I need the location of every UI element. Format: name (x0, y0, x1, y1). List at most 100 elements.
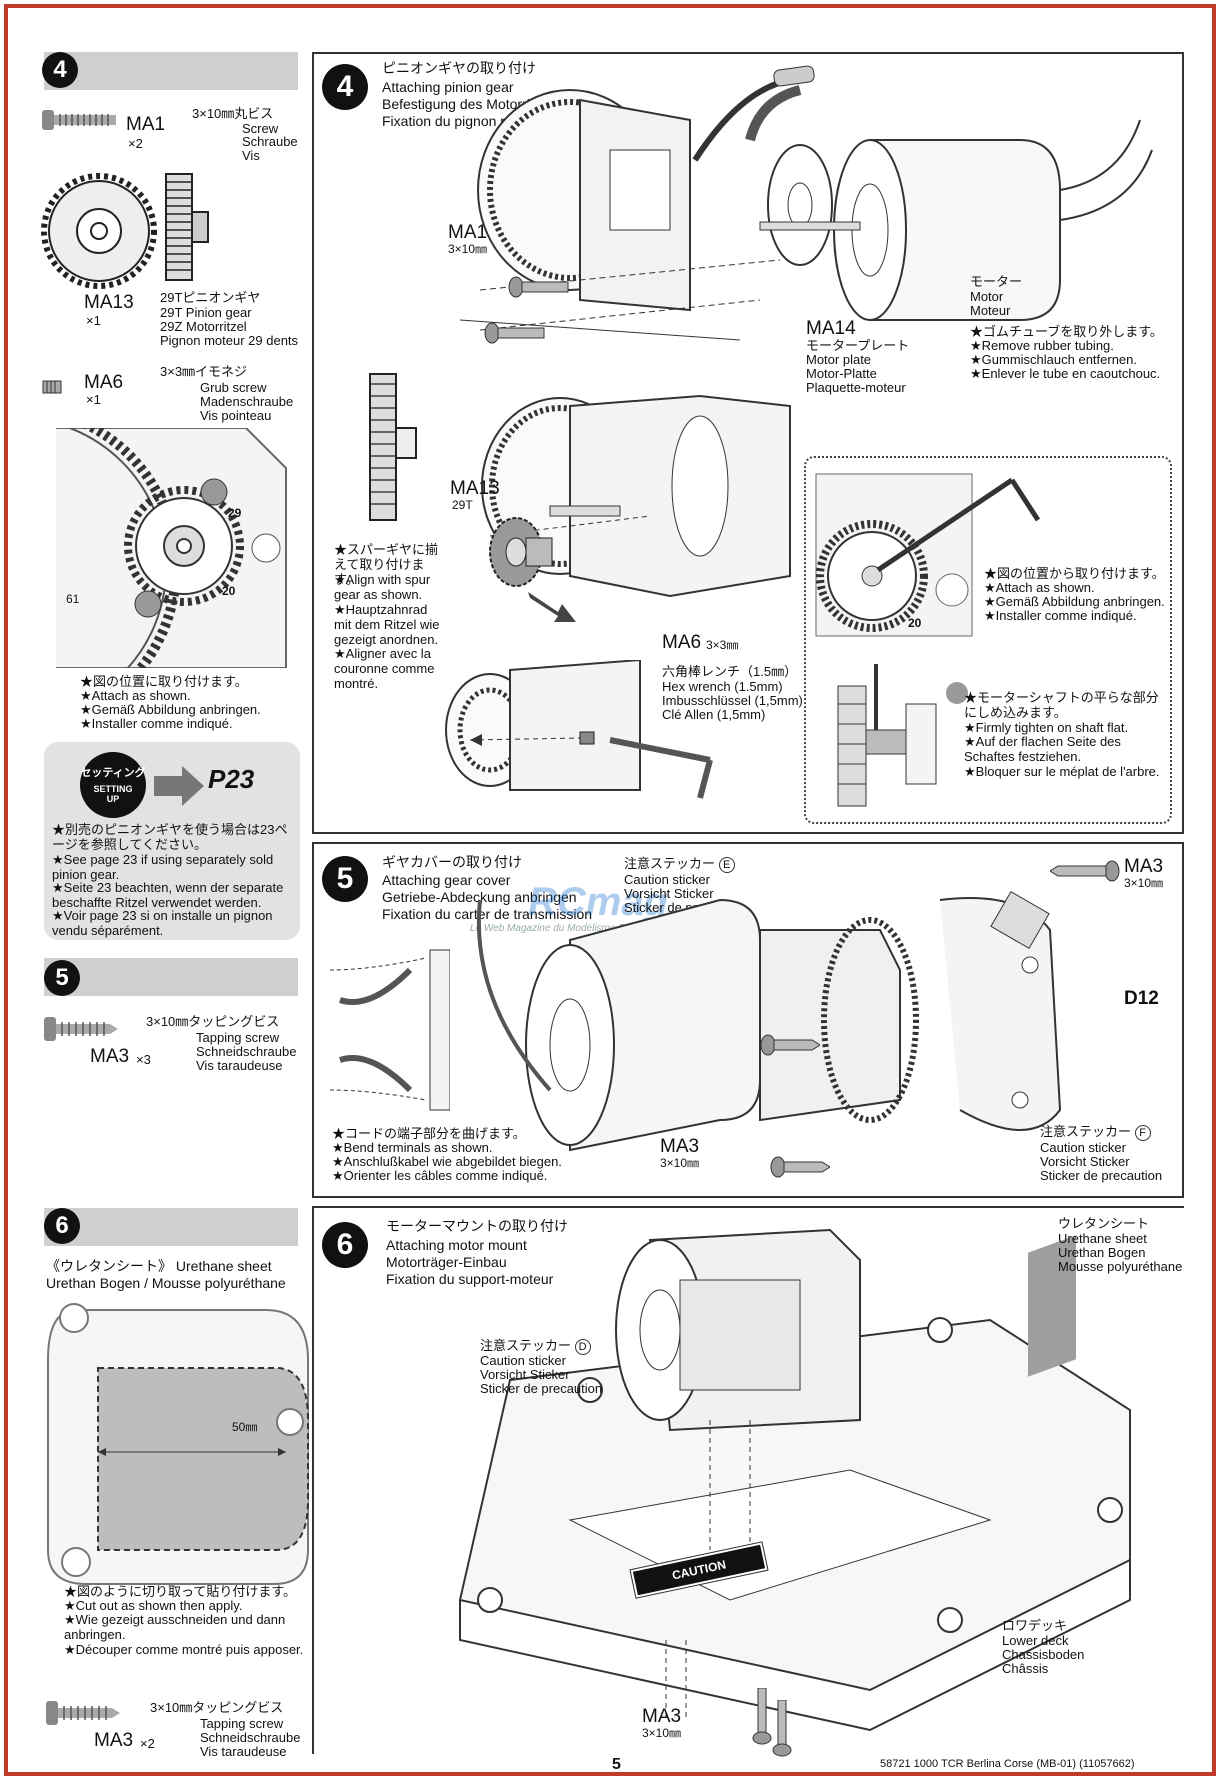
tapping-screw-icon (772, 1700, 792, 1757)
grub-screw-icon (42, 380, 62, 394)
step4-ma1-size: 3×10㎜ (448, 242, 488, 256)
ma6-desc-0: 3×3㎜イモネジ (160, 364, 248, 379)
sticker-d-letter: D (574, 1339, 591, 1355)
sticker-d-2: Vorsicht Sticker (480, 1367, 570, 1382)
screw-icon (42, 110, 116, 130)
step6-number: 6 (322, 1222, 368, 1268)
ma6-qty: ×1 (86, 392, 101, 407)
setting-page-ref: P23 (208, 764, 255, 794)
bend-note-3: ★Orienter les câbles comme indiqué. (332, 1168, 548, 1183)
step4-ma13-size: 29T (452, 498, 473, 512)
urethane-title-1: 《ウレタンシート》 Urethane sheet (46, 1258, 272, 1274)
step5-ma3-top-code: MA3 (1124, 856, 1164, 877)
setting-note-en: ★See page 23 if using separately sold pi… (52, 852, 274, 882)
tapping-screw-icon (760, 1034, 820, 1056)
step4-ma14-code: MA14 (806, 318, 856, 339)
ma6-desc-1: Grub screw (200, 380, 267, 395)
cut-note-2: ★Wie gezeigt ausschneiden und dann anbri… (64, 1612, 286, 1642)
urethane-dimension: 50㎜ (232, 1420, 258, 1434)
left5-ma3-desc-3: Vis taraudeuse (196, 1058, 283, 1073)
cut-note-0: ★図のように切り取って貼り付けます。 (64, 1584, 297, 1599)
ma6-desc-2: Madenschraube (200, 394, 294, 409)
step6-ma3-code: MA3 (642, 1706, 682, 1727)
step6-title-jp: モーターマウントの取り付け (386, 1218, 568, 1234)
tapping-screw-icon (44, 1017, 118, 1041)
step4-ma14-1: Motor plate (806, 352, 872, 367)
wire-bend-diagram (330, 949, 450, 1111)
step4-title-en: Attaching pinion gear (382, 79, 514, 95)
pinion-gear-side-icon (165, 173, 209, 281)
chassis-assembly-diagram (458, 1228, 1131, 1732)
sticker-d-jp: 注意ステッカー (480, 1338, 572, 1353)
watermark-logo: RCmag (528, 880, 728, 930)
step4-number: 4 (322, 64, 368, 110)
step4-ma14-3: Plaquette-moteur (806, 380, 906, 395)
step5-title-en: Attaching gear cover (382, 872, 511, 888)
ma13-desc-0: 29Tピニオンギヤ (160, 290, 261, 305)
sticker-f-3: Sticker de precaution (1040, 1168, 1163, 1183)
align-note-3: ★Aligner avec la couronne comme montré. (334, 646, 435, 691)
step5-title-fr: Fixation du carter de transmission (382, 906, 593, 922)
step6-ma3-size: 3×10㎜ (642, 1726, 682, 1740)
sticker-f-jp: 注意ステッカー (1040, 1124, 1132, 1139)
spur-gear-side-icon (369, 373, 417, 521)
tighten-note-3: ★Bloquer sur le méplat de l'arbre. (964, 764, 1160, 779)
step4-ma6-code: MA6 (662, 632, 702, 653)
hex-wrench-1: Hex wrench (1.5mm) (662, 679, 783, 694)
gearbox-exploded-diagram (459, 65, 1153, 341)
left-attach-1: ★Attach as shown. (80, 688, 191, 703)
detail-gear-label-20: 20 (908, 616, 922, 630)
sticker-d-0: 注意ステッカー D (480, 1338, 591, 1355)
screw-icon (484, 322, 545, 344)
setting-note-de: ★Seite 23 beachten, wenn der separate be… (52, 880, 284, 910)
tapping-screw-icon (46, 1701, 120, 1725)
urethane-title-2: Urethan Bogen / Mousse polyuréthane (46, 1275, 286, 1291)
hex-wrench-0: 六角棒レンチ（1.5㎜） (662, 664, 798, 679)
sticker-e-2: Vorsicht Sticker (624, 886, 714, 901)
step4-title-de: Befestigung des Motorritzels (382, 96, 559, 112)
ma13-code: MA13 (84, 292, 134, 313)
left-step6-bar (44, 1208, 298, 1246)
step4-panel (312, 52, 1184, 834)
detail-attach-1: ★Attach as shown. (984, 580, 1095, 595)
left-attach-3: ★Installer comme indiqué. (80, 716, 233, 731)
urethane-template (47, 1303, 309, 1585)
step5-panel (312, 842, 1184, 1198)
grub-screw-detail-box (804, 456, 1172, 824)
motor-label-1: Motor (970, 289, 1004, 304)
rubber-note-3: ★Enlever le tube en caoutchouc. (970, 366, 1161, 381)
bend-note-1: ★Bend terminals as shown. (332, 1140, 493, 1155)
setting-note-fr: ★Voir page 23 si on installe un pignon v… (52, 908, 273, 938)
lower-deck-0: ロワデッキ (1002, 1618, 1068, 1633)
motor-label-2: Moteur (970, 303, 1011, 318)
left-attach-2: ★Gemäß Abbildung anbringen. (80, 702, 261, 717)
ma6-code: MA6 (84, 372, 124, 393)
left-step4-bar (44, 52, 298, 90)
ma13-qty: ×1 (86, 313, 101, 328)
rubber-note-1: ★Remove rubber tubing. (970, 338, 1114, 353)
bend-note-0: ★コードの端子部分を曲げます。 (332, 1126, 526, 1141)
rubber-note-2: ★Gummischlauch entfernen. (970, 352, 1138, 367)
step5-number: 5 (322, 856, 368, 902)
urethane-label-3: Mousse polyuréthane (1058, 1259, 1183, 1274)
ma6-desc-3: Vis pointeau (200, 408, 272, 423)
setting-badge-en: SETTING UP (93, 784, 133, 804)
step5-ma3-bottom-code: MA3 (660, 1136, 700, 1157)
watermark-tagline: Le Web Magazine du Modélisme RC (470, 923, 633, 934)
left5-ma3-desc-2: Schneidschraube (196, 1044, 297, 1059)
footer-text: 58721 1000 TCR Berlina Corse (MB-01) (11… (880, 1758, 1135, 1770)
gear-mesh-diagram (56, 428, 287, 668)
lower-deck-2: Chassisboden (1002, 1647, 1085, 1662)
page-border (4, 4, 1216, 1776)
ma1-desc-3: Vis (242, 148, 260, 163)
step6-panel (312, 1206, 1184, 1754)
sticker-e-letter: E (718, 857, 735, 873)
step5-ma3-top-size: 3×10㎜ (1124, 876, 1164, 890)
ma13-desc-1: 29T Pinion gear (160, 305, 252, 320)
step6-title-de: Motorträger-Einbau (386, 1254, 507, 1270)
left-step4-number: 4 (42, 52, 78, 88)
pinion-detail-diagram (815, 473, 1041, 637)
detail-attach-2: ★Gemäß Abbildung anbringen. (984, 594, 1165, 609)
pinion-gear-icon (41, 173, 157, 289)
lower-deck-3: Châssis (1002, 1661, 1049, 1676)
